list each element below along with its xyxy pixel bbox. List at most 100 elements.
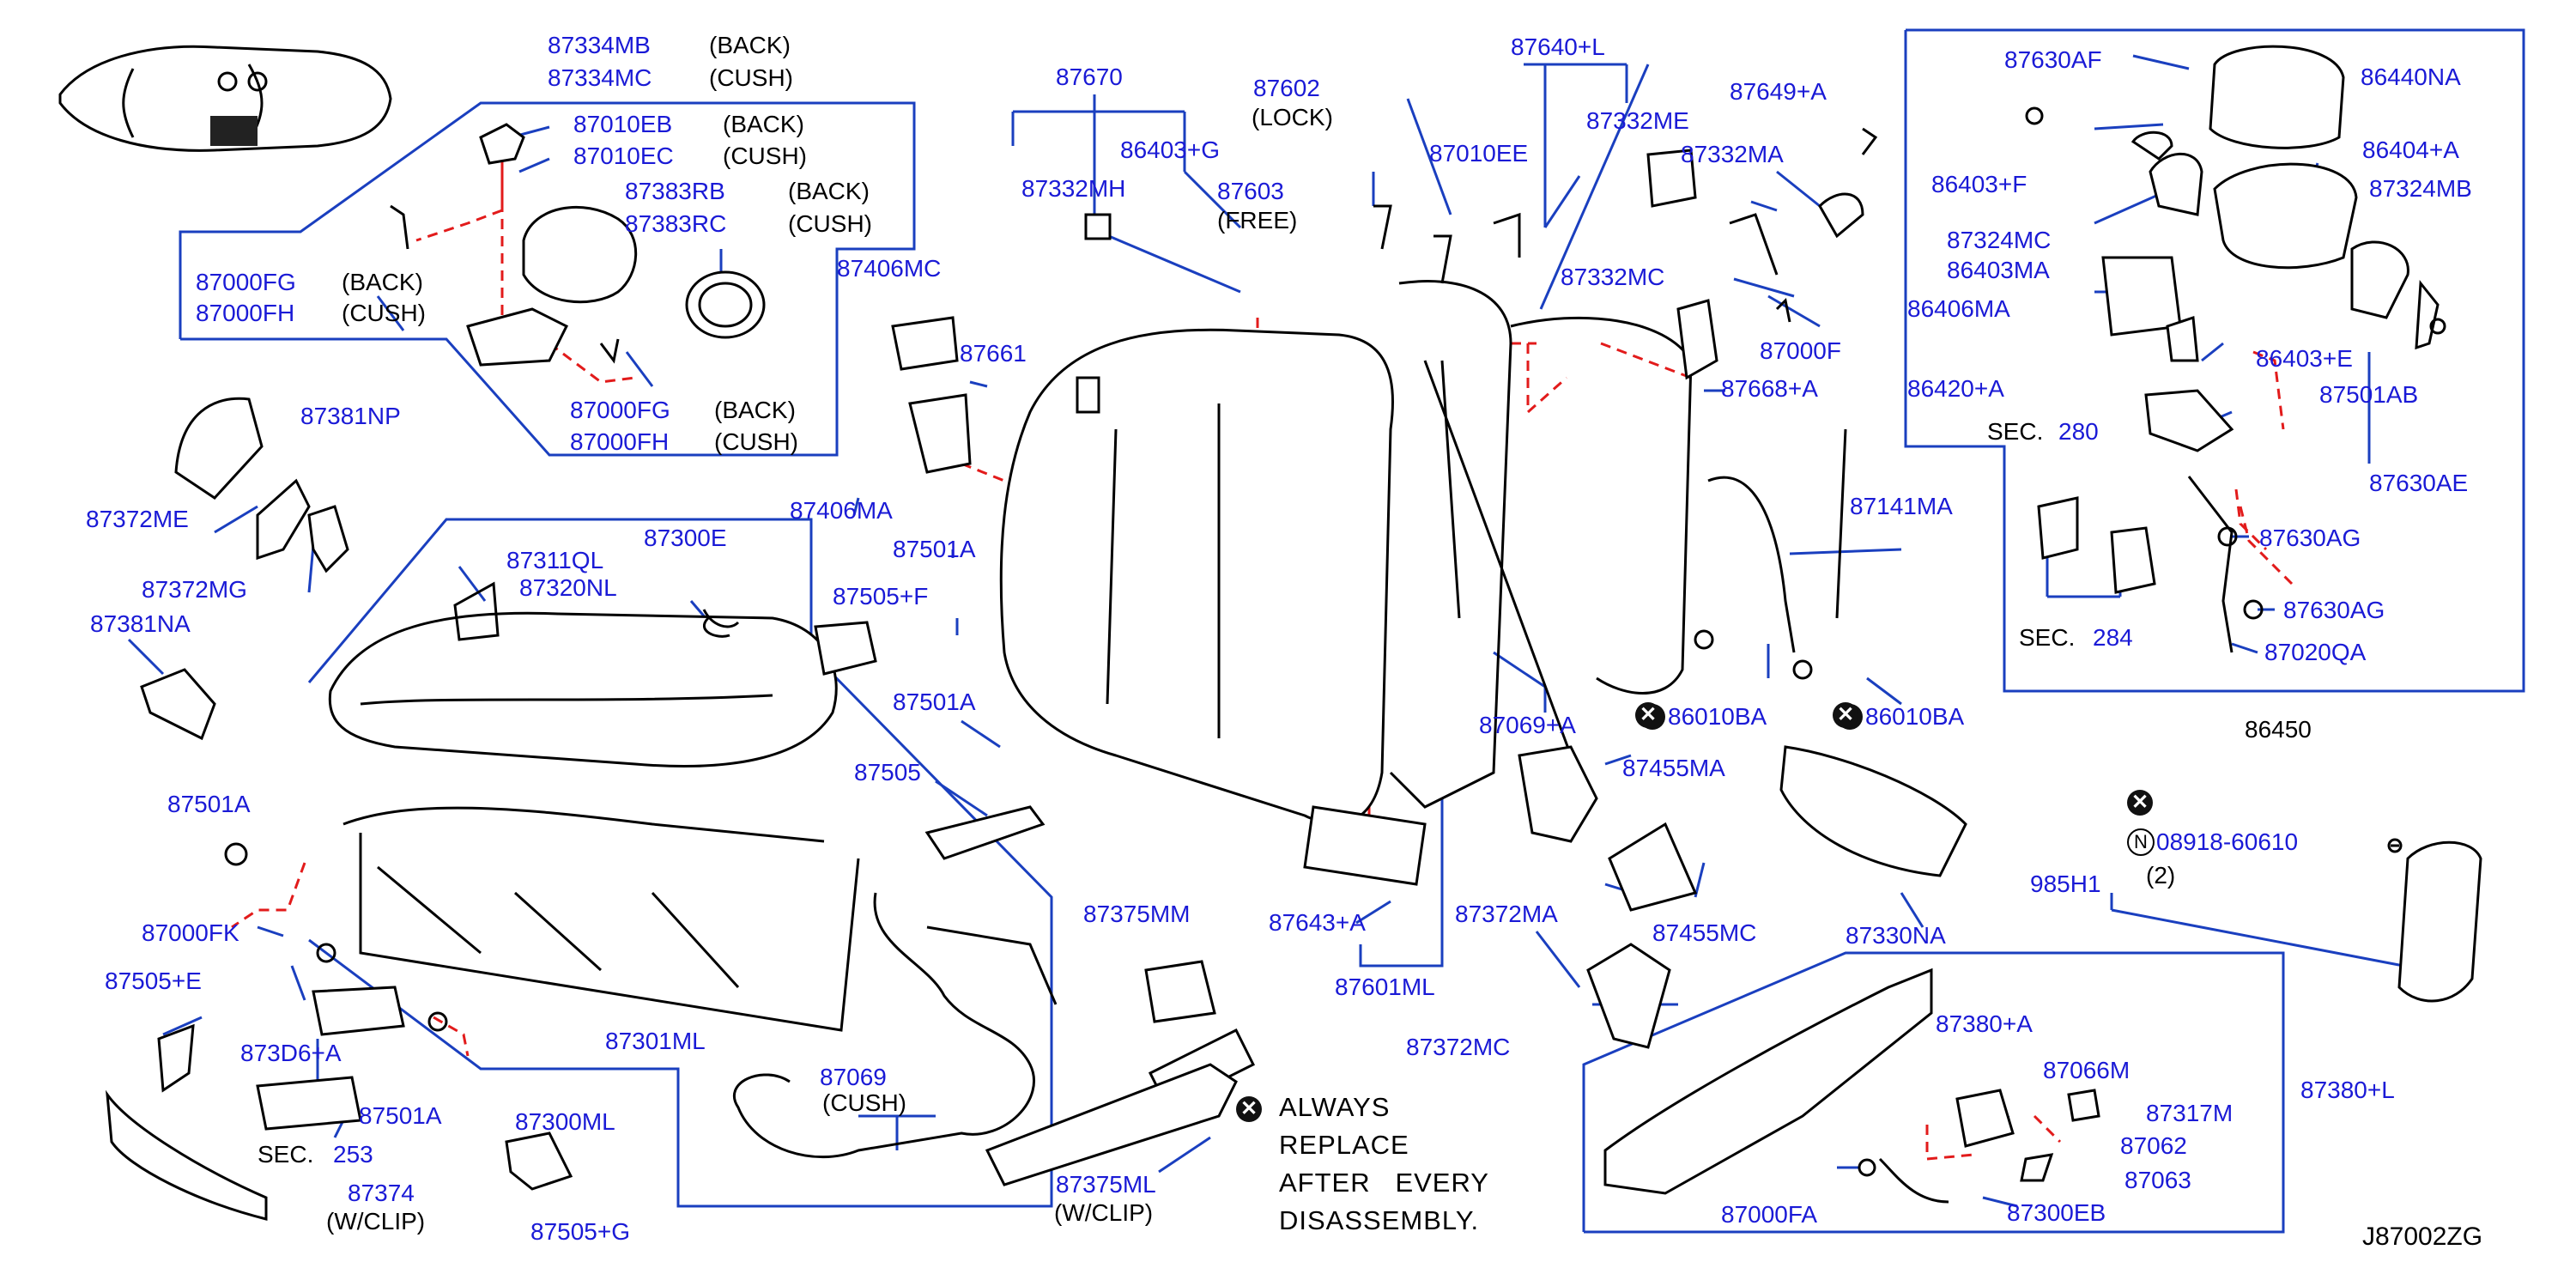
label-87330NA: 87330NA (1846, 922, 1946, 949)
label-sec-253: 253 (333, 1141, 373, 1168)
label-87501AB: 87501AB (2319, 381, 2419, 408)
label-back: (BACK) (342, 269, 423, 295)
label-free: (FREE) (1217, 207, 1298, 234)
label-87000FK: 87000FK (142, 919, 239, 946)
label-87383RB: 87383RB (625, 178, 725, 204)
label-sec: SEC. (2019, 624, 2076, 651)
label-87010EC: 87010EC (573, 143, 674, 169)
note-line: DISASSEMBLY. (1279, 1205, 1480, 1235)
label-86404A: 86404+A (2362, 136, 2459, 163)
label-87332ME: 87332ME (1586, 107, 1689, 134)
label-87000FG: 87000FG (196, 269, 296, 295)
label-87372MG: 87372MG (142, 576, 247, 603)
label-87661: 87661 (960, 340, 1027, 367)
label-87375MM: 87375MM (1083, 901, 1191, 927)
label-back: (BACK) (788, 178, 870, 204)
label-87311QL: 87311QL (506, 547, 604, 573)
label-87383RC: 87383RC (625, 210, 727, 237)
label-86450: 86450 (2245, 716, 2312, 743)
label-87601ML: 87601ML (1335, 974, 1435, 1000)
label-87630AG: 87630AG (2259, 525, 2361, 551)
label-985H1: 985H1 (2030, 871, 2101, 897)
label-sec: SEC. (1987, 418, 2044, 445)
label-86403E: 86403+E (2256, 345, 2353, 372)
label-87380L: 87380+L (2300, 1077, 2395, 1103)
label-87300EB: 87300EB (2007, 1199, 2106, 1226)
label-cush: (CUSH) (714, 428, 798, 455)
label-cush: (CUSH) (342, 300, 426, 326)
label-87062: 87062 (2120, 1132, 2187, 1159)
label-87000FH: 87000FH (196, 300, 295, 326)
label-87000FH: 87000FH (570, 428, 670, 455)
label-87505G: 87505+G (530, 1218, 630, 1245)
label-cush: (CUSH) (723, 143, 807, 169)
replace-mark-icon: ✕ (1236, 1096, 1262, 1122)
label-86406MA: 86406MA (1907, 295, 2010, 322)
label-87020QA: 87020QA (2264, 639, 2367, 665)
label-86440NA: 86440NA (2361, 64, 2461, 90)
n-mark-icon: N (2127, 828, 2155, 856)
label-qty: (2) (2146, 862, 2176, 889)
label-87630AG: 87630AG (2283, 597, 2385, 623)
label-87375ML: 87375ML (1056, 1171, 1156, 1198)
label-87406MA: 87406MA (790, 497, 893, 524)
label-87603: 87603 (1217, 178, 1284, 204)
label-sec-280: 280 (2058, 418, 2099, 445)
label-87332MH: 87332MH (1021, 175, 1126, 202)
label-sec: SEC. (258, 1141, 314, 1168)
replace-mark-icon: ✕ (1833, 702, 1858, 728)
label-87317M: 87317M (2146, 1100, 2234, 1126)
car-top-view (58, 45, 392, 152)
label-87300ML: 87300ML (515, 1108, 615, 1135)
replace-mark-icon: ✕ (1635, 702, 1661, 728)
label-back: (BACK) (723, 111, 804, 137)
group-outlines (179, 28, 2525, 1234)
label-87334MB: 87334MB (548, 32, 651, 58)
label-87069A: 87069+A (1479, 712, 1576, 738)
label-87505E: 87505+E (105, 968, 202, 994)
label-back: (BACK) (709, 32, 791, 58)
label-cush: (CUSH) (709, 64, 793, 91)
diagram-code: J87002ZG (2362, 1222, 2483, 1251)
label-86403F: 86403+F (1931, 171, 2027, 197)
label-87141MA: 87141MA (1850, 493, 1953, 519)
label-87501A: 87501A (359, 1102, 442, 1129)
label-86403G: 86403+G (1120, 136, 1220, 163)
label-87301ML: 87301ML (605, 1028, 706, 1054)
label-87406MC: 87406MC (837, 255, 942, 282)
label-87649A: 87649+A (1730, 78, 1827, 105)
label-87332MA: 87332MA (1681, 141, 1784, 167)
label-87000F: 87000F (1760, 337, 1841, 364)
label-back: (BACK) (714, 397, 796, 423)
label-87069: 87069 (820, 1064, 887, 1090)
label-87501A: 87501A (167, 791, 251, 817)
label-87372ME: 87372ME (86, 506, 189, 532)
label-sec-284: 284 (2093, 624, 2133, 651)
label-87000FA: 87000FA (1721, 1201, 1818, 1228)
label-87000FG: 87000FG (570, 397, 670, 423)
label-wclip: (W/CLIP) (326, 1208, 426, 1235)
label-87501A: 87501A (893, 689, 976, 715)
label-87372MC: 87372MC (1406, 1034, 1511, 1060)
label-86010BA: 86010BA (1668, 703, 1767, 730)
label-87630AE: 87630AE (2369, 470, 2469, 496)
label-87668A: 87668+A (1721, 375, 1818, 402)
label-87643A: 87643+A (1269, 909, 1366, 936)
label-cush: (CUSH) (788, 210, 872, 237)
label-87380A: 87380+A (1936, 1010, 2033, 1037)
label-08918-60610: 08918-60610 (2156, 828, 2299, 855)
replacement-note: ALWAYS REPLACE AFTER EVERY DISASSEMBLY. (1279, 1089, 1489, 1240)
label-87066M: 87066M (2043, 1057, 2131, 1083)
label-87010EE: 87010EE (1429, 140, 1529, 167)
note-line: AFTER EVERY (1279, 1168, 1489, 1198)
label-86420A: 86420+A (1907, 375, 2004, 402)
label-87320NL: 87320NL (519, 574, 617, 601)
label-87630AF: 87630AF (2004, 46, 2102, 73)
label-87381NA: 87381NA (90, 610, 191, 637)
label-86010BA: 86010BA (1865, 703, 1965, 730)
label-87455MC: 87455MC (1652, 919, 1757, 946)
label-87324MC: 87324MC (1947, 227, 2052, 253)
label-87640L: 87640+L (1511, 33, 1605, 60)
label-87374: 87374 (348, 1180, 415, 1206)
